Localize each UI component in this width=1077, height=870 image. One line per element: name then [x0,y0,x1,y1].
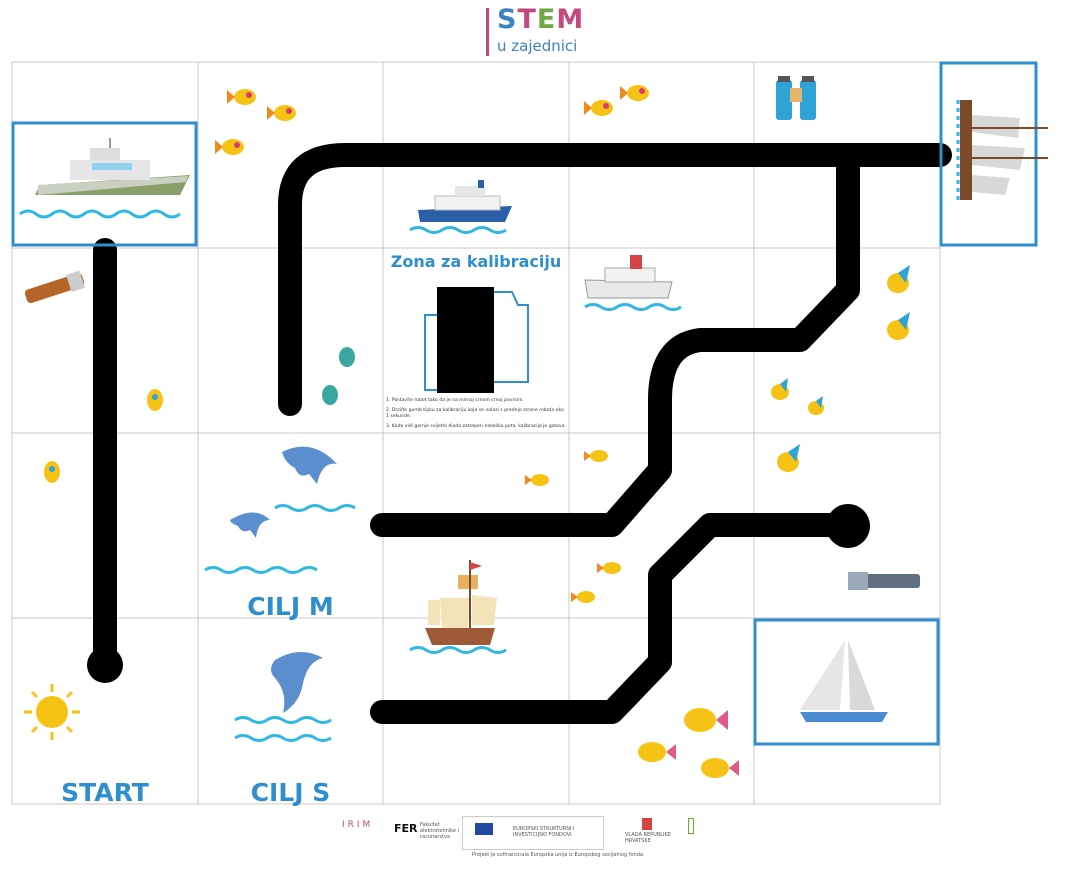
track-bottom-branch [370,513,860,724]
eu-caption: Projekt je sufinancirala Europska unija … [472,852,645,858]
yellow-fish-icons-top [215,85,649,155]
dolphin-icons [230,446,337,713]
frame-yacht [11,121,198,247]
gov-text: VLADA REPUBLIKE HRVATSKE [625,832,671,844]
eu-logo-box: EUROPSKI STRUKTURNI I INVESTICIJSKI FOND… [462,816,604,850]
calibration-step-3: 3. Kada vidi gornje svijetlo dioda zatre… [386,424,567,429]
frame-sailboat [753,618,940,746]
logo-bar [486,8,489,56]
fer-logo: FER [394,822,418,835]
calibration-step-2: 2. Drzi/te gumb tipku za kalibraciju koj… [386,408,564,419]
spyglass-right-icon [848,572,920,590]
irim-logo: IRIM [342,820,374,830]
logo-letter-t: T [517,4,537,35]
board-grid [11,61,941,805]
ferry-icon [409,180,512,234]
wave-lines [204,504,507,742]
track-end-dot [826,504,870,548]
calibration-robot-outline [424,287,529,393]
label-cilj-s: CILJ S [250,778,331,807]
sailboat-icon [800,640,888,722]
track-start-dot [87,647,123,683]
blue-fish-icons [44,265,910,483]
logo-letter-s: S [497,4,518,35]
orange-fish-icons [525,450,621,603]
binoculars-icon [776,76,816,120]
logo-letter-m: M [556,4,585,35]
sun-icon [24,684,80,740]
track-top-line [278,143,952,416]
label-cilj-m: CILJ M [247,592,334,621]
logo-subtitle: u zajednici [497,37,578,55]
eu-flag-icon [475,823,493,835]
calibration-step-1: 1. Postavite robot tako da je na mirnoj … [386,398,524,403]
stem-logo-title: STEM [497,4,584,35]
logo-letter-e: E [536,4,557,35]
cruise-ship-icon [584,255,682,311]
frame-pirate-ship [939,61,1038,247]
tropical-fish-icons [638,708,739,778]
calibration-zone-title: Zona za kalibraciju [390,252,562,271]
label-start: START [61,778,149,807]
croatia-coat-icon [642,818,652,830]
eu-funds-text: EUROPSKI STRUKTURNI I INVESTICIJSKI FOND… [513,826,575,838]
spyglass-icon [24,270,85,304]
partner-logo-icon [688,818,694,834]
galleon-icon [425,560,497,645]
sponsor-footer: IRIM FER Fakultet elektrotehnike i racun… [330,810,730,865]
fer-subtitle: Fakultet elektrotehnike i racunarstva [420,822,459,840]
robot-track [93,143,952,724]
track-right-branch [370,153,860,537]
pirate-ship-icon [956,100,1048,200]
yacht-icon [19,138,190,219]
